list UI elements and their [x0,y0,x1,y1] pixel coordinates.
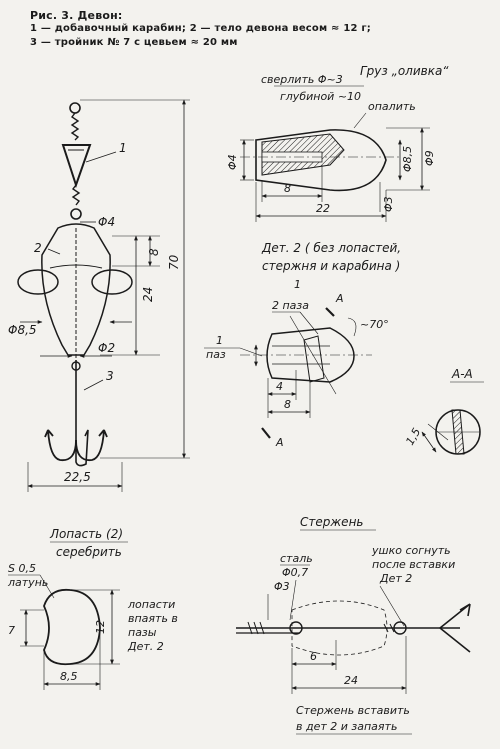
dim-blade-7: 7 [8,624,15,637]
callout-2: 2 [34,241,42,255]
sinker-title: Груз „оливка“ [360,64,449,78]
blade-shape [43,588,101,666]
body-angle: ~70° [360,318,389,331]
caption-title: Рис. 3. Девон: [30,9,123,22]
rod-view: Стержень сталь Φ0,7 ушко согнуть после в… [236,515,471,735]
dim-rod-24: 24 [344,674,358,687]
body-title-1: Дет. 2 ( без лопастей, [261,241,401,255]
dim-sinker-8: 8 [284,182,291,195]
dim-blade-85: 8,5 [60,670,78,683]
rod-material-1: сталь [280,552,313,565]
section-title: А-А [451,367,473,381]
dim-assembly-d4: Φ4 [98,215,115,229]
blade-view: Лопасть (2) серебрить S 0,5 латунь лопас… [7,527,178,690]
blade-thickness: S 0,5 [8,562,36,575]
rod-note-1: ушко согнуть [371,544,451,557]
section-aa-view: А-А 1,5 [403,367,484,455]
blade-note-4: Дет. 2 [127,640,164,653]
dim-sinker-d3: Φ3 [382,196,395,212]
blade-note-1: лопасти [127,598,175,611]
sinker-melt: опалить [368,100,416,113]
sinker-drill-1: сверлить Φ~3 [261,73,343,86]
blade-title-2: серебрить [56,545,122,559]
dim-sinker-d9: Φ9 [423,150,436,166]
callout-1: 1 [119,141,127,155]
body-title-2: стержня и карабина ) [262,259,400,273]
blade-right [91,269,133,295]
sinker-view: Груз „оливка“ сверлить Φ~3 глубиной ~10 … [226,64,449,222]
dim-body-4: 4 [276,380,283,393]
blade-note-2: впаять в [128,612,178,625]
body-label-1: 1 [294,278,301,291]
dim-assembly-24: 24 [141,287,155,302]
rod-note-3: Дет 2 [379,572,412,585]
body-slot-1-word: паз [206,348,226,361]
sinker-drill-2: глубиной ~10 [280,90,361,103]
rod-note-2: после вставки [372,558,455,571]
rod-title: Стержень [300,515,363,529]
body-label-2: 2 паза [272,299,309,312]
dim-rod-d3: Φ3 [274,580,290,593]
caption-line-2: 3 — тройник № 7 с цевьем ≈ 20 мм [30,37,238,48]
dim-section-15: 1,5 [403,426,423,448]
rod-material-2: Φ0,7 [282,566,308,579]
dim-assembly-d85: Φ8,5 [8,323,37,337]
dim-body-8: 8 [284,398,291,411]
callout-3: 3 [106,369,114,383]
dim-sinker-d85: Φ8,5 [401,146,414,172]
body-detail-shape [266,327,355,383]
dim-sinker-22: 22 [316,202,330,215]
dim-assembly-70: 70 [167,254,181,270]
twisted-wire [70,112,80,141]
caption-line-1: 1 — добавочный карабин; 2 — тело девона … [30,23,371,34]
blade-left [17,269,59,295]
dim-blade-12: 12 [94,620,107,634]
blade-title-1: Лопасть (2) [49,527,123,541]
rod-bottom-2: в дет 2 и запаять [296,720,397,733]
swivel [71,184,81,206]
blade-material: латунь [7,576,48,589]
rod-bottom-1: Стержень вставить [296,704,410,717]
sinker-body [255,129,387,192]
assembly-view: 1 2 3 Φ4 8 24 70 Φ8,5 [8,99,190,492]
blade-note-3: пазы [128,626,157,639]
dim-assembly-225: 22,5 [64,470,91,484]
devon-body [41,223,111,356]
body-slot-1-num: 1 [216,334,223,347]
body-detail-view: Дет. 2 ( без лопастей, стержня и карабин… [204,241,401,449]
dim-assembly-d2: Φ2 [98,341,115,355]
dim-sinker-d4: Φ4 [226,154,239,170]
dim-rod-6: 6 [310,650,317,663]
dim-assembly-8: 8 [147,248,161,256]
section-mark-bottom: А [275,436,284,449]
section-mark-top: А [335,292,344,305]
top-ring [69,102,81,114]
snap-clip [61,144,92,189]
